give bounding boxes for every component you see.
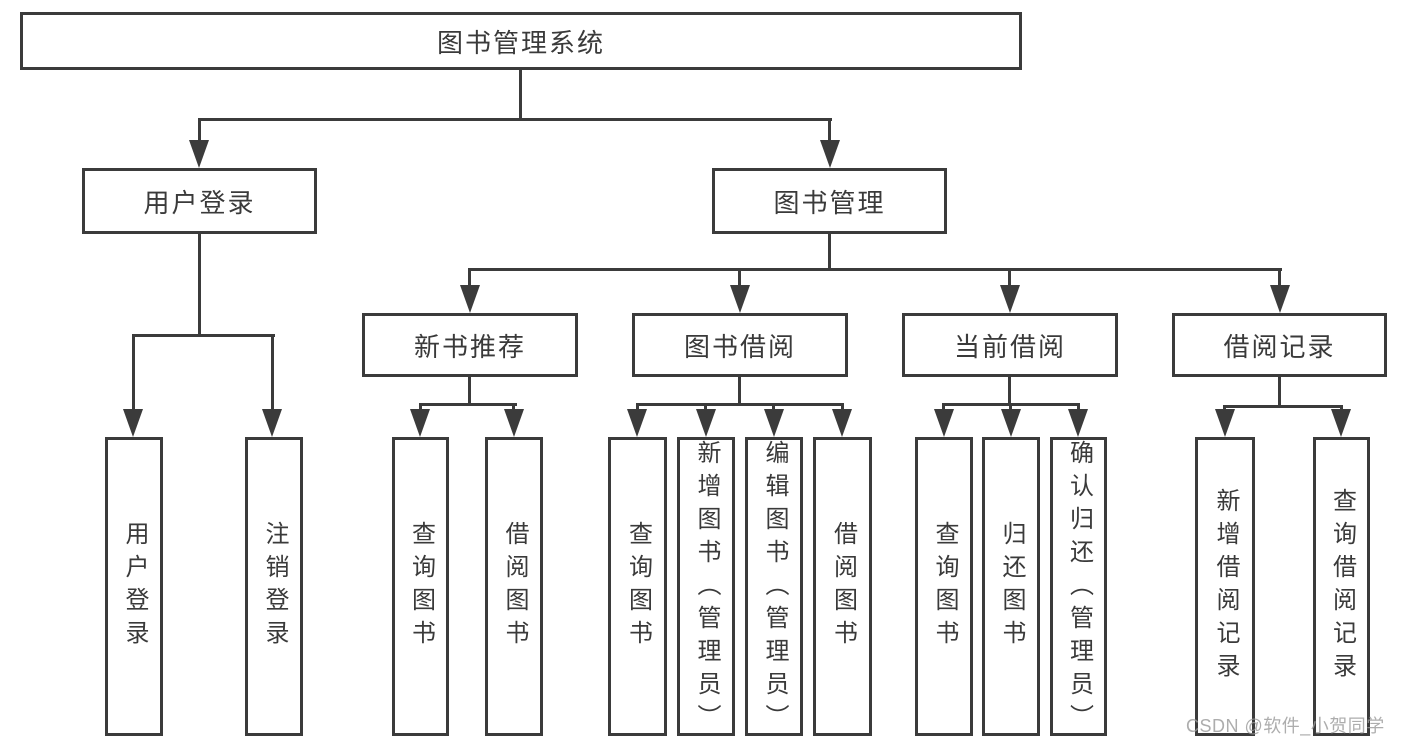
connector-line	[271, 334, 274, 410]
arrowhead-down-icon	[410, 409, 430, 437]
connector-line	[636, 403, 639, 412]
connector-line	[1008, 268, 1011, 288]
connector-line	[198, 118, 201, 144]
leaf-add-borrow-record: 新增借阅记录	[1195, 437, 1255, 736]
connector-line	[198, 118, 832, 121]
node-label: 新书推荐	[413, 331, 526, 362]
leaf-logout: 注销登录	[245, 437, 303, 736]
arrowhead-down-icon	[820, 140, 840, 168]
leaf-label: 查询图书	[624, 520, 652, 653]
connector-line	[519, 70, 522, 118]
connector-line	[419, 403, 517, 406]
connector-line	[738, 268, 741, 288]
leaf-add-books-admin: 新增图书（管理员）	[677, 437, 735, 737]
connector-line	[1223, 405, 1343, 408]
leaf-label: 查询借阅记录	[1328, 487, 1356, 686]
arrowhead-down-icon	[696, 409, 716, 437]
connector-line	[468, 268, 471, 288]
arrowhead-down-icon	[262, 409, 282, 437]
connector-line	[1008, 377, 1011, 405]
connector-line	[468, 268, 1282, 271]
node-label: 图书借阅	[683, 331, 796, 362]
connector-line	[1278, 268, 1281, 288]
node-label: 借阅记录	[1223, 331, 1336, 362]
arrowhead-down-icon	[1270, 285, 1290, 313]
connector-line	[636, 403, 844, 406]
connector-line	[1278, 377, 1281, 407]
leaf-label: 借阅图书	[501, 520, 528, 653]
arrowhead-down-icon	[460, 285, 480, 313]
arrowhead-down-icon	[1331, 409, 1351, 437]
connector-line	[132, 334, 135, 410]
connector-line	[1009, 403, 1012, 412]
connector-line	[468, 377, 471, 405]
arrowhead-down-icon	[627, 409, 647, 437]
leaf-label: 新增借阅记录	[1212, 487, 1239, 686]
node-label: 当前借阅	[953, 331, 1066, 362]
connector-line	[1077, 403, 1080, 412]
leaf-query-borrow-record: 查询借阅记录	[1313, 437, 1370, 736]
arrowhead-down-icon	[504, 409, 524, 437]
csdn-watermark: CSDN @软件_小贺同学	[1186, 716, 1385, 736]
connector-line	[198, 234, 201, 336]
connector-line	[512, 403, 515, 412]
connector-line	[704, 403, 707, 412]
node-borrow-records: 借阅记录	[1172, 313, 1387, 377]
arrowhead-down-icon	[1215, 409, 1235, 437]
arrowhead-down-icon	[1000, 285, 1020, 313]
node-label: 用户登录	[143, 187, 256, 218]
leaf-borrow-books-recommend: 借阅图书	[485, 437, 543, 736]
node-book-management: 图书管理	[712, 168, 947, 234]
node-user-login: 用户登录	[82, 168, 317, 234]
arrowhead-down-icon	[123, 409, 143, 437]
leaf-label: 借阅图书	[829, 520, 857, 653]
leaf-label: 新增图书（管理员）	[693, 440, 720, 737]
connector-line	[828, 234, 831, 270]
node-new-book-recommend: 新书推荐	[362, 313, 578, 377]
leaf-query-books-current: 查询图书	[915, 437, 973, 736]
leaf-label: 查询图书	[407, 520, 435, 653]
arrowhead-down-icon	[730, 285, 750, 313]
arrowhead-down-icon	[764, 409, 784, 437]
leaf-borrow-books: 借阅图书	[813, 437, 872, 736]
connector-line	[772, 403, 775, 412]
node-label: 图书管理	[773, 187, 886, 218]
node-book-borrowing: 图书借阅	[632, 313, 848, 377]
leaf-label: 注销登录	[261, 520, 288, 653]
node-label: 图书管理系统	[436, 27, 605, 58]
leaf-edit-books-admin: 编辑图书（管理员）	[745, 437, 803, 737]
connector-line	[132, 334, 275, 337]
connector-line	[942, 403, 945, 412]
leaf-label: 确认归还（管理员）	[1065, 440, 1093, 737]
leaf-return-books: 归还图书	[982, 437, 1040, 736]
node-current-borrowing: 当前借阅	[902, 313, 1118, 377]
connector-line	[738, 377, 741, 405]
leaf-query-books-borrowing: 查询图书	[608, 437, 667, 736]
leaf-user-login: 用户登录	[105, 437, 163, 736]
connector-line	[828, 118, 831, 144]
leaf-label: 用户登录	[121, 520, 148, 653]
arrowhead-down-icon	[189, 140, 209, 168]
arrowhead-down-icon	[934, 409, 954, 437]
connector-line	[1223, 405, 1226, 412]
leaf-query-books-recommend: 查询图书	[392, 437, 449, 736]
arrowhead-down-icon	[832, 409, 852, 437]
leaf-label: 编辑图书（管理员）	[761, 440, 788, 737]
connector-line	[1340, 405, 1343, 412]
arrowhead-down-icon	[1068, 409, 1088, 437]
leaf-label: 归还图书	[998, 520, 1025, 653]
leaf-label: 查询图书	[931, 520, 958, 653]
leaf-confirm-return-admin: 确认归还（管理员）	[1050, 437, 1107, 737]
node-library-system: 图书管理系统	[20, 12, 1022, 70]
connector-line	[841, 403, 844, 412]
connector-line	[419, 403, 422, 412]
arrowhead-down-icon	[1001, 409, 1021, 437]
